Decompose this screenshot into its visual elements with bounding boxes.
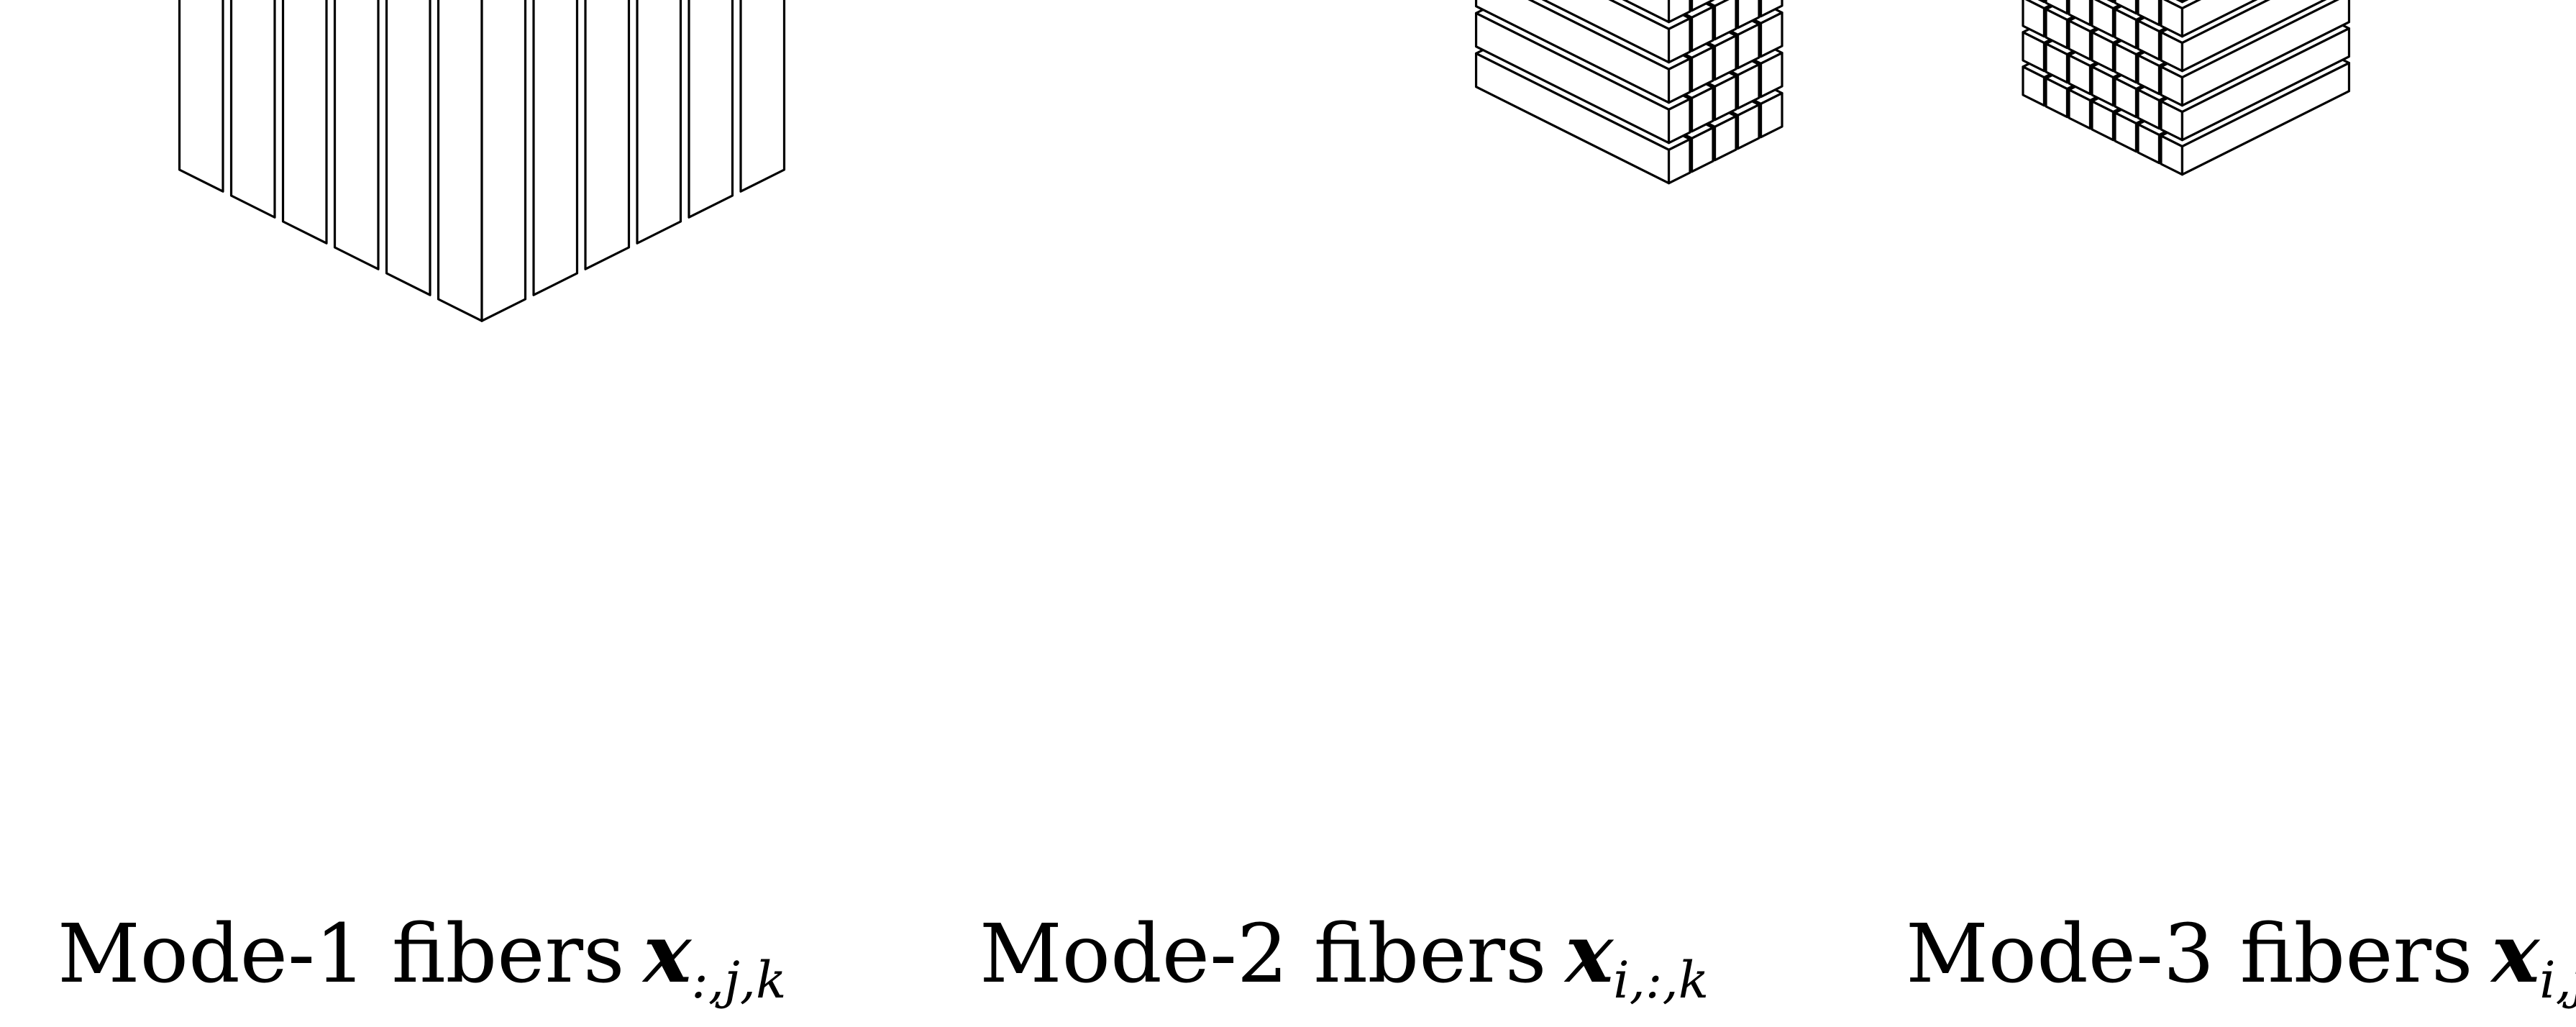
mode-2-caption-subscript: i,:,k (1613, 951, 1709, 1010)
fiber-left-face (2022, 65, 2046, 107)
mode-3-caption-text: Mode-3 fibers (1906, 908, 2473, 1001)
mode-1-caption-text: Mode-1 fibers (58, 908, 625, 1001)
fiber-right-face (1713, 74, 1737, 122)
fiber-right-face (1736, 63, 1760, 110)
fiber-left-face (385, 0, 431, 296)
fiber-left-face (2045, 77, 2069, 119)
fiber-left-face (333, 0, 380, 270)
fiber-left-face (2114, 8, 2138, 50)
fiber-left-face (2137, 88, 2161, 130)
fiber-right-face (1736, 0, 1760, 29)
fiber-left-face (178, 0, 224, 193)
fiber-right-face (584, 0, 631, 270)
fiber-left-face (2114, 111, 2138, 153)
fiber-left-face (2137, 54, 2161, 96)
fiber-right-face (480, 0, 527, 322)
fiber-right-face (1713, 0, 1737, 41)
fiber-right-face (1667, 57, 1691, 104)
fiber-left-face (229, 0, 276, 219)
fiber-right-face (1759, 51, 1783, 99)
fiber-left-face (2137, 0, 2161, 27)
fiber-right-face (2180, 61, 2351, 176)
fiber-left-face (2068, 54, 2092, 96)
fiber-right-face (2180, 0, 2327, 73)
fiber-left-face (2068, 88, 2092, 130)
fiber-right-face (1713, 34, 1737, 81)
fiber-right-face (1690, 45, 1714, 93)
fiber-left-face (437, 0, 483, 322)
fiber-left-face (2045, 0, 2069, 15)
mode-3-fibers-cube (2022, 0, 2351, 176)
fiber-left-face (2091, 65, 2115, 107)
fiber-right-face (2180, 0, 2351, 107)
fiber-right-face (2180, 0, 2258, 38)
fiber-right-face (1759, 0, 1783, 18)
fiber-left-face (1622, 0, 1671, 24)
fiber-right-face (636, 0, 682, 245)
fiber-right-face (532, 0, 579, 296)
mode-1-fibers-cube (178, 0, 786, 322)
fiber-left-face (2137, 19, 2161, 61)
fiber-left-face (2106, 0, 2115, 4)
fiber-right-face (739, 0, 786, 193)
fiber-right-face (1690, 0, 1714, 12)
fiber-left-face (2045, 42, 2069, 84)
fiber-right-face (1759, 92, 1783, 139)
fiber-right-face (1667, 98, 1691, 145)
mode-2-caption-symbol: x (1565, 907, 1614, 1001)
fiber-right-face (1759, 12, 1783, 58)
mode-3-caption-subscript: i,j,: (2539, 951, 2576, 1010)
fiber-right-face (1690, 86, 1714, 133)
fiber-left-face (2022, 31, 2046, 73)
fiber-left-face (2114, 0, 2138, 15)
fiber-right-face (2180, 27, 2351, 142)
fiber-left-face (2091, 31, 2115, 73)
fiber-right-face (1736, 22, 1760, 70)
fiber-right-face (1667, 0, 1691, 24)
fiber-left-face (2114, 77, 2138, 119)
fiber-left-face (2037, 0, 2046, 4)
fiber-right-face (1690, 127, 1714, 173)
fiber-right-face (1736, 104, 1760, 150)
fiber-right-face (2180, 0, 2189, 4)
fiber-left-face (2068, 0, 2092, 27)
fiber-left-face (2091, 0, 2115, 38)
mode-2-caption-text: Mode-2 fibers (979, 908, 1547, 1001)
fiber-left-face (2045, 8, 2069, 50)
fiber-right-face (1667, 17, 1691, 64)
fiber-left-face (281, 0, 328, 245)
mode-1-caption-subscript: :,j,k (691, 951, 787, 1010)
mode-1-caption-symbol: x (643, 907, 692, 1001)
fiber-left-face (2022, 0, 2046, 38)
fiber-left-face (2091, 100, 2115, 142)
fiber-left-face (2114, 42, 2138, 84)
fiber-right-face (1713, 115, 1737, 162)
mode-3-caption-symbol: x (2491, 907, 2540, 1001)
fiber-right-face (1667, 138, 1691, 185)
fiber-left-face (2137, 123, 2161, 165)
fiber-right-face (688, 0, 734, 219)
fiber-right-face (1690, 6, 1714, 53)
mode-2-fibers-cube (1474, 0, 1783, 185)
fiber-left-face (2068, 19, 2092, 61)
